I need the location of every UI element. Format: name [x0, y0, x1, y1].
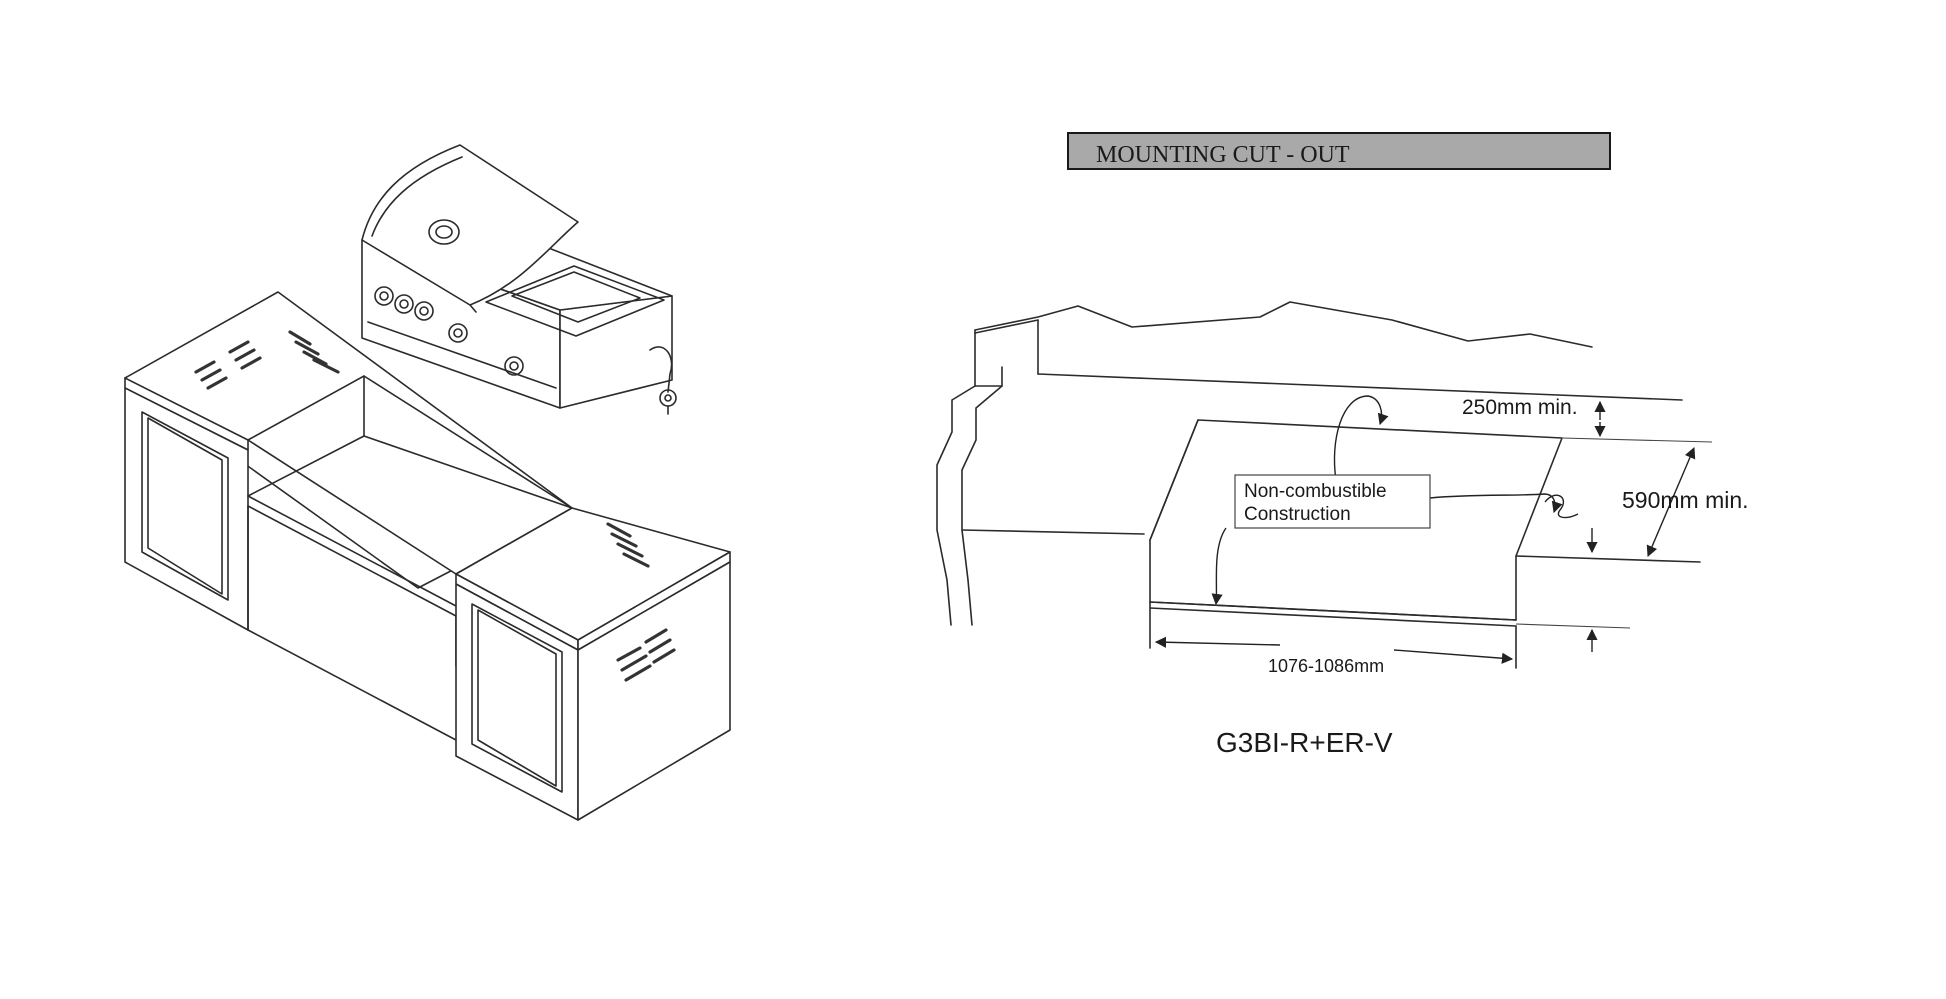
island-illustration	[124, 144, 731, 821]
control-knobs	[374, 286, 524, 376]
dimension-depth: 590mm min.	[1622, 487, 1749, 513]
vent-slots	[194, 330, 676, 682]
cutout-illustration	[936, 301, 1713, 669]
construction-label-line2: Construction	[1244, 504, 1351, 525]
banner: MOUNTING CUT - OUT	[1067, 132, 1611, 170]
dimension-width: 1076-1086mm	[1268, 656, 1384, 676]
construction-label-line1: Non-combustible	[1244, 481, 1387, 502]
construction-label-box	[1234, 474, 1431, 529]
dimension-back-clearance: 250mm min.	[1462, 396, 1578, 419]
model-number: G3BI-R+ER-V	[1216, 727, 1393, 758]
grill-illustration	[361, 144, 677, 415]
banner-box	[1067, 132, 1611, 170]
cabinet-illustration	[124, 291, 731, 821]
banner-title: MOUNTING CUT - OUT	[1096, 142, 1350, 168]
